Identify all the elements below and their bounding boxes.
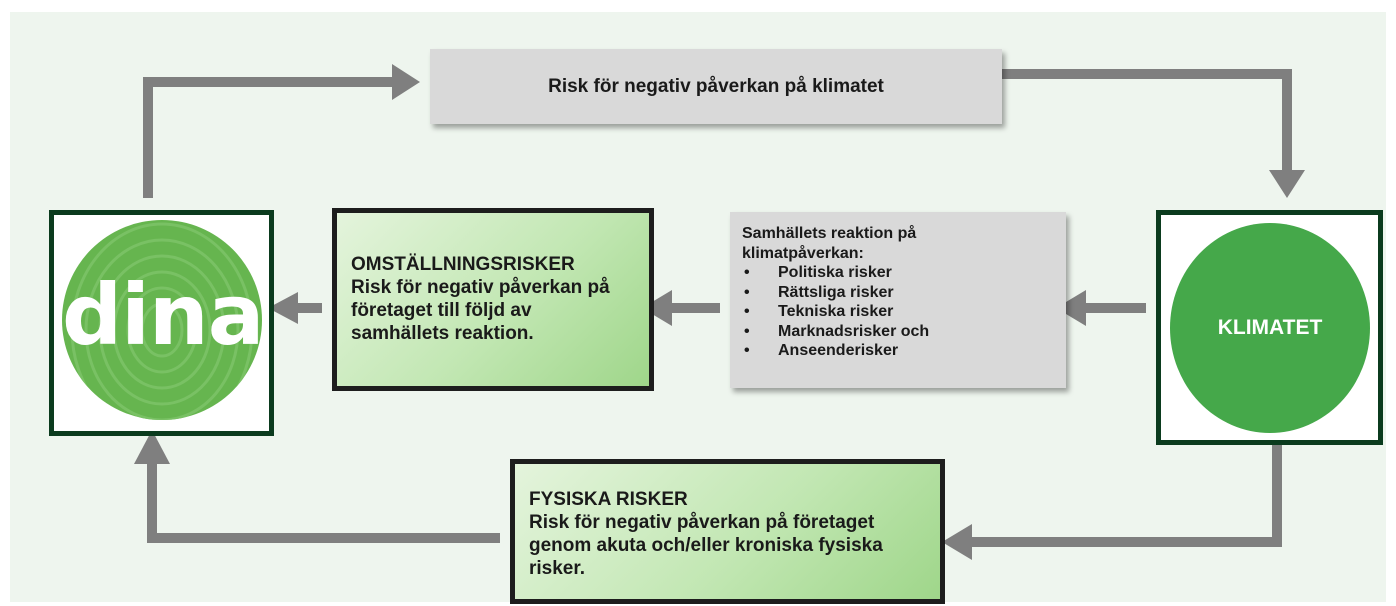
climate-node-label: KLIMATET [1217, 316, 1323, 339]
climate-impact-risk-label: Risk för negativ påverkan på klimatet [548, 75, 884, 97]
arrowhead-fysiska [942, 524, 972, 560]
list-item: Anseenderisker [742, 341, 1056, 361]
society-reaction-box: Samhällets reaktion på klimatpåverkan: P… [730, 212, 1066, 388]
physical-risks-line: Risk för negativ påverkan på företaget [529, 512, 875, 533]
arrowhead-dina-bottom [134, 430, 170, 464]
arrow-fysiska-to-dina [147, 464, 500, 543]
list-item: Rättsliga risker [742, 283, 1056, 303]
transition-risks-line: Risk för negativ påverkan på [351, 277, 610, 298]
diagram-canvas: Risk för negativ påverkan på klimatet di… [10, 12, 1386, 604]
arrowhead-omst [642, 290, 672, 326]
arrow-dina-to-top [143, 77, 394, 198]
climate-impact-risk-box: Risk för negativ påverkan på klimatet [430, 49, 1002, 124]
society-reaction-line: Samhällets reaktion på [742, 225, 917, 242]
transition-risks-line: företaget till följd av [351, 300, 532, 321]
fingerprint-pattern [62, 220, 262, 420]
transition-risks-box: OMSTÄLLNINGSRISKER Risk för negativ påve… [332, 208, 654, 391]
society-reaction-list: Politiska risker Rättsliga risker Teknis… [742, 263, 1056, 361]
connector-arrows [134, 64, 1305, 560]
list-item: Politiska risker [742, 263, 1056, 283]
arrowhead-top [392, 64, 420, 100]
arrow-klimatet-to-fysiska [970, 433, 1282, 547]
list-item: Tekniska risker [742, 302, 1056, 322]
physical-risks-box: FYSISKA RISKER Risk för negativ påverkan… [510, 459, 945, 604]
arrow-top-to-klimatet [1002, 69, 1292, 172]
arrowhead-dina-left [268, 292, 298, 324]
fingerprint-circle-logo-icon: dina [62, 220, 262, 420]
arrowhead-klimatet [1269, 170, 1305, 198]
physical-risks-line: genom akuta och/eller kroniska fysiska [529, 535, 883, 556]
physical-risks-line: risker. [529, 558, 585, 579]
arrowhead-reaction [1056, 290, 1086, 326]
transition-risks-heading: OMSTÄLLNINGSRISKER [351, 254, 575, 275]
dina-logo-text: dina [62, 266, 262, 364]
transition-risks-line: samhällets reaktion. [351, 323, 534, 344]
society-reaction-line: klimatpåverkan: [742, 244, 864, 262]
climate-node-circle: KLIMATET [1170, 223, 1370, 433]
physical-risks-heading: FYSISKA RISKER [529, 489, 688, 510]
list-item: Marknadsrisker och [742, 322, 1056, 342]
